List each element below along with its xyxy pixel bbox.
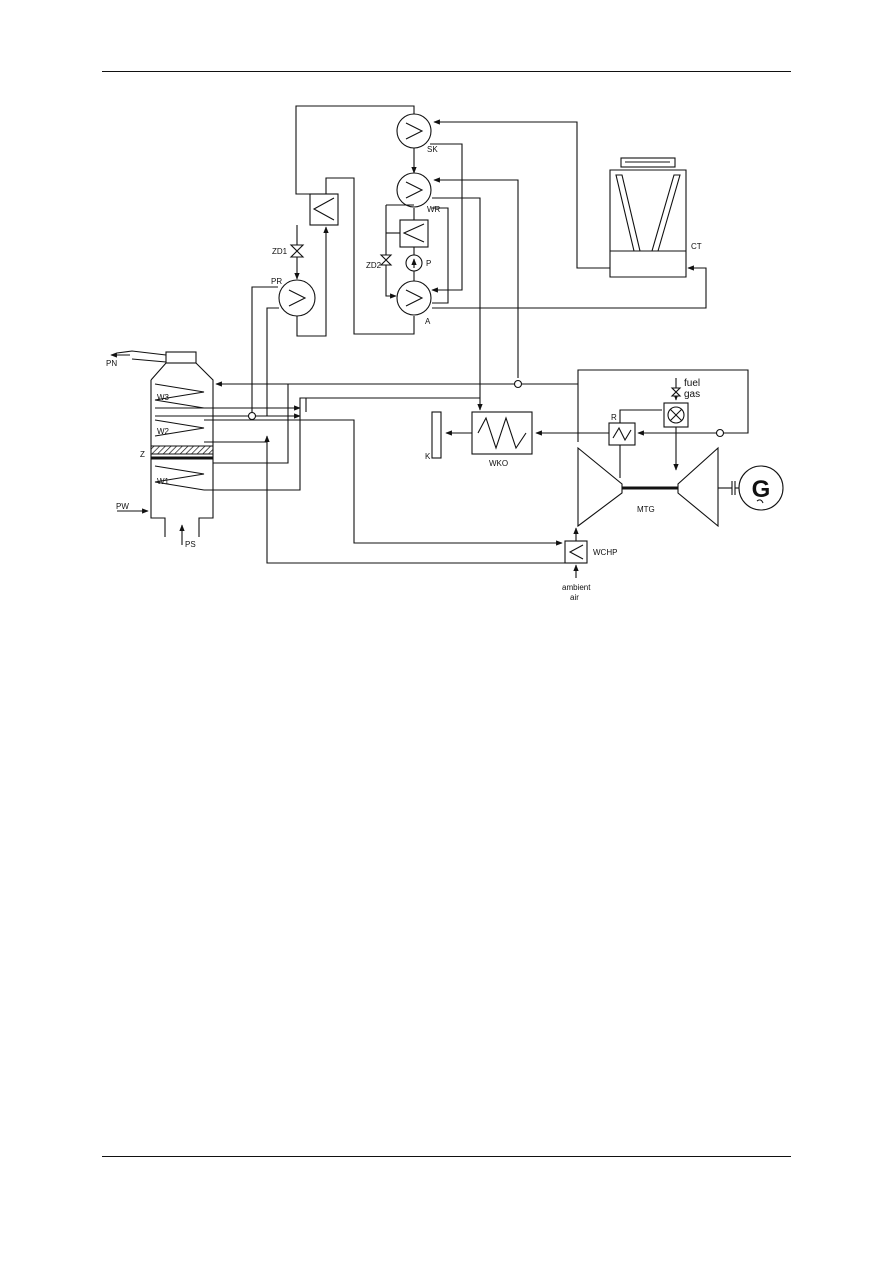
label-k: K [425,452,431,461]
label-pr: PR [271,277,282,286]
absorber-a [396,280,432,316]
w1-coil [154,465,205,491]
label-ct: CT [691,242,702,251]
cooling-tower-ct [432,119,707,309]
footer-rule [102,1156,791,1157]
micro-turbine-mtg: G [564,369,784,578]
diagram-labels: PN W3 W2 Z W1 PW PS SK WR ZD1 ZD2 P PR A… [106,145,702,602]
wchp-heat-exchanger [564,540,588,564]
generator-wr [396,172,432,208]
header-rule [102,71,791,72]
label-w3: W3 [157,393,170,402]
column-piping [155,286,578,564]
label-mtg: MTG [637,505,655,514]
label-z: Z [140,450,145,459]
label-w1: W1 [157,477,170,486]
label-p: P [426,259,431,268]
valve-zd1-icon [289,244,305,258]
evaporator-pr [278,279,316,317]
label-air: air [570,593,579,602]
label-gas: gas [684,389,700,400]
label-pn: PN [106,359,117,368]
valve-icon [513,379,523,389]
label-fuel: fuel [684,378,700,389]
condenser-sk [396,113,432,149]
wko-heat-exchanger [431,411,609,459]
label-zd1: ZD1 [272,247,288,256]
label-wko: WKO [489,459,508,468]
stack-k [431,411,442,459]
label-r: R [611,413,617,422]
label-pw: PW [116,502,129,511]
w3-coil [154,383,205,409]
w2-coil [154,419,205,437]
label-wchp: WCHP [593,548,617,557]
label-a: A [425,317,431,326]
label-zd2: ZD2 [366,261,382,270]
valve-zd2-icon [379,254,393,266]
label-ambient: ambient [562,583,591,592]
label-w2: W2 [157,427,170,436]
flue-gas-column [110,350,214,545]
packing-z [150,445,214,455]
label-ps: PS [185,540,196,549]
valve-icon [715,428,725,438]
valve-icon [247,411,257,421]
label-wr: WR [427,205,441,214]
svg-text:G: G [752,476,771,503]
absorption-chiller [278,105,519,411]
label-sk: SK [427,145,438,154]
